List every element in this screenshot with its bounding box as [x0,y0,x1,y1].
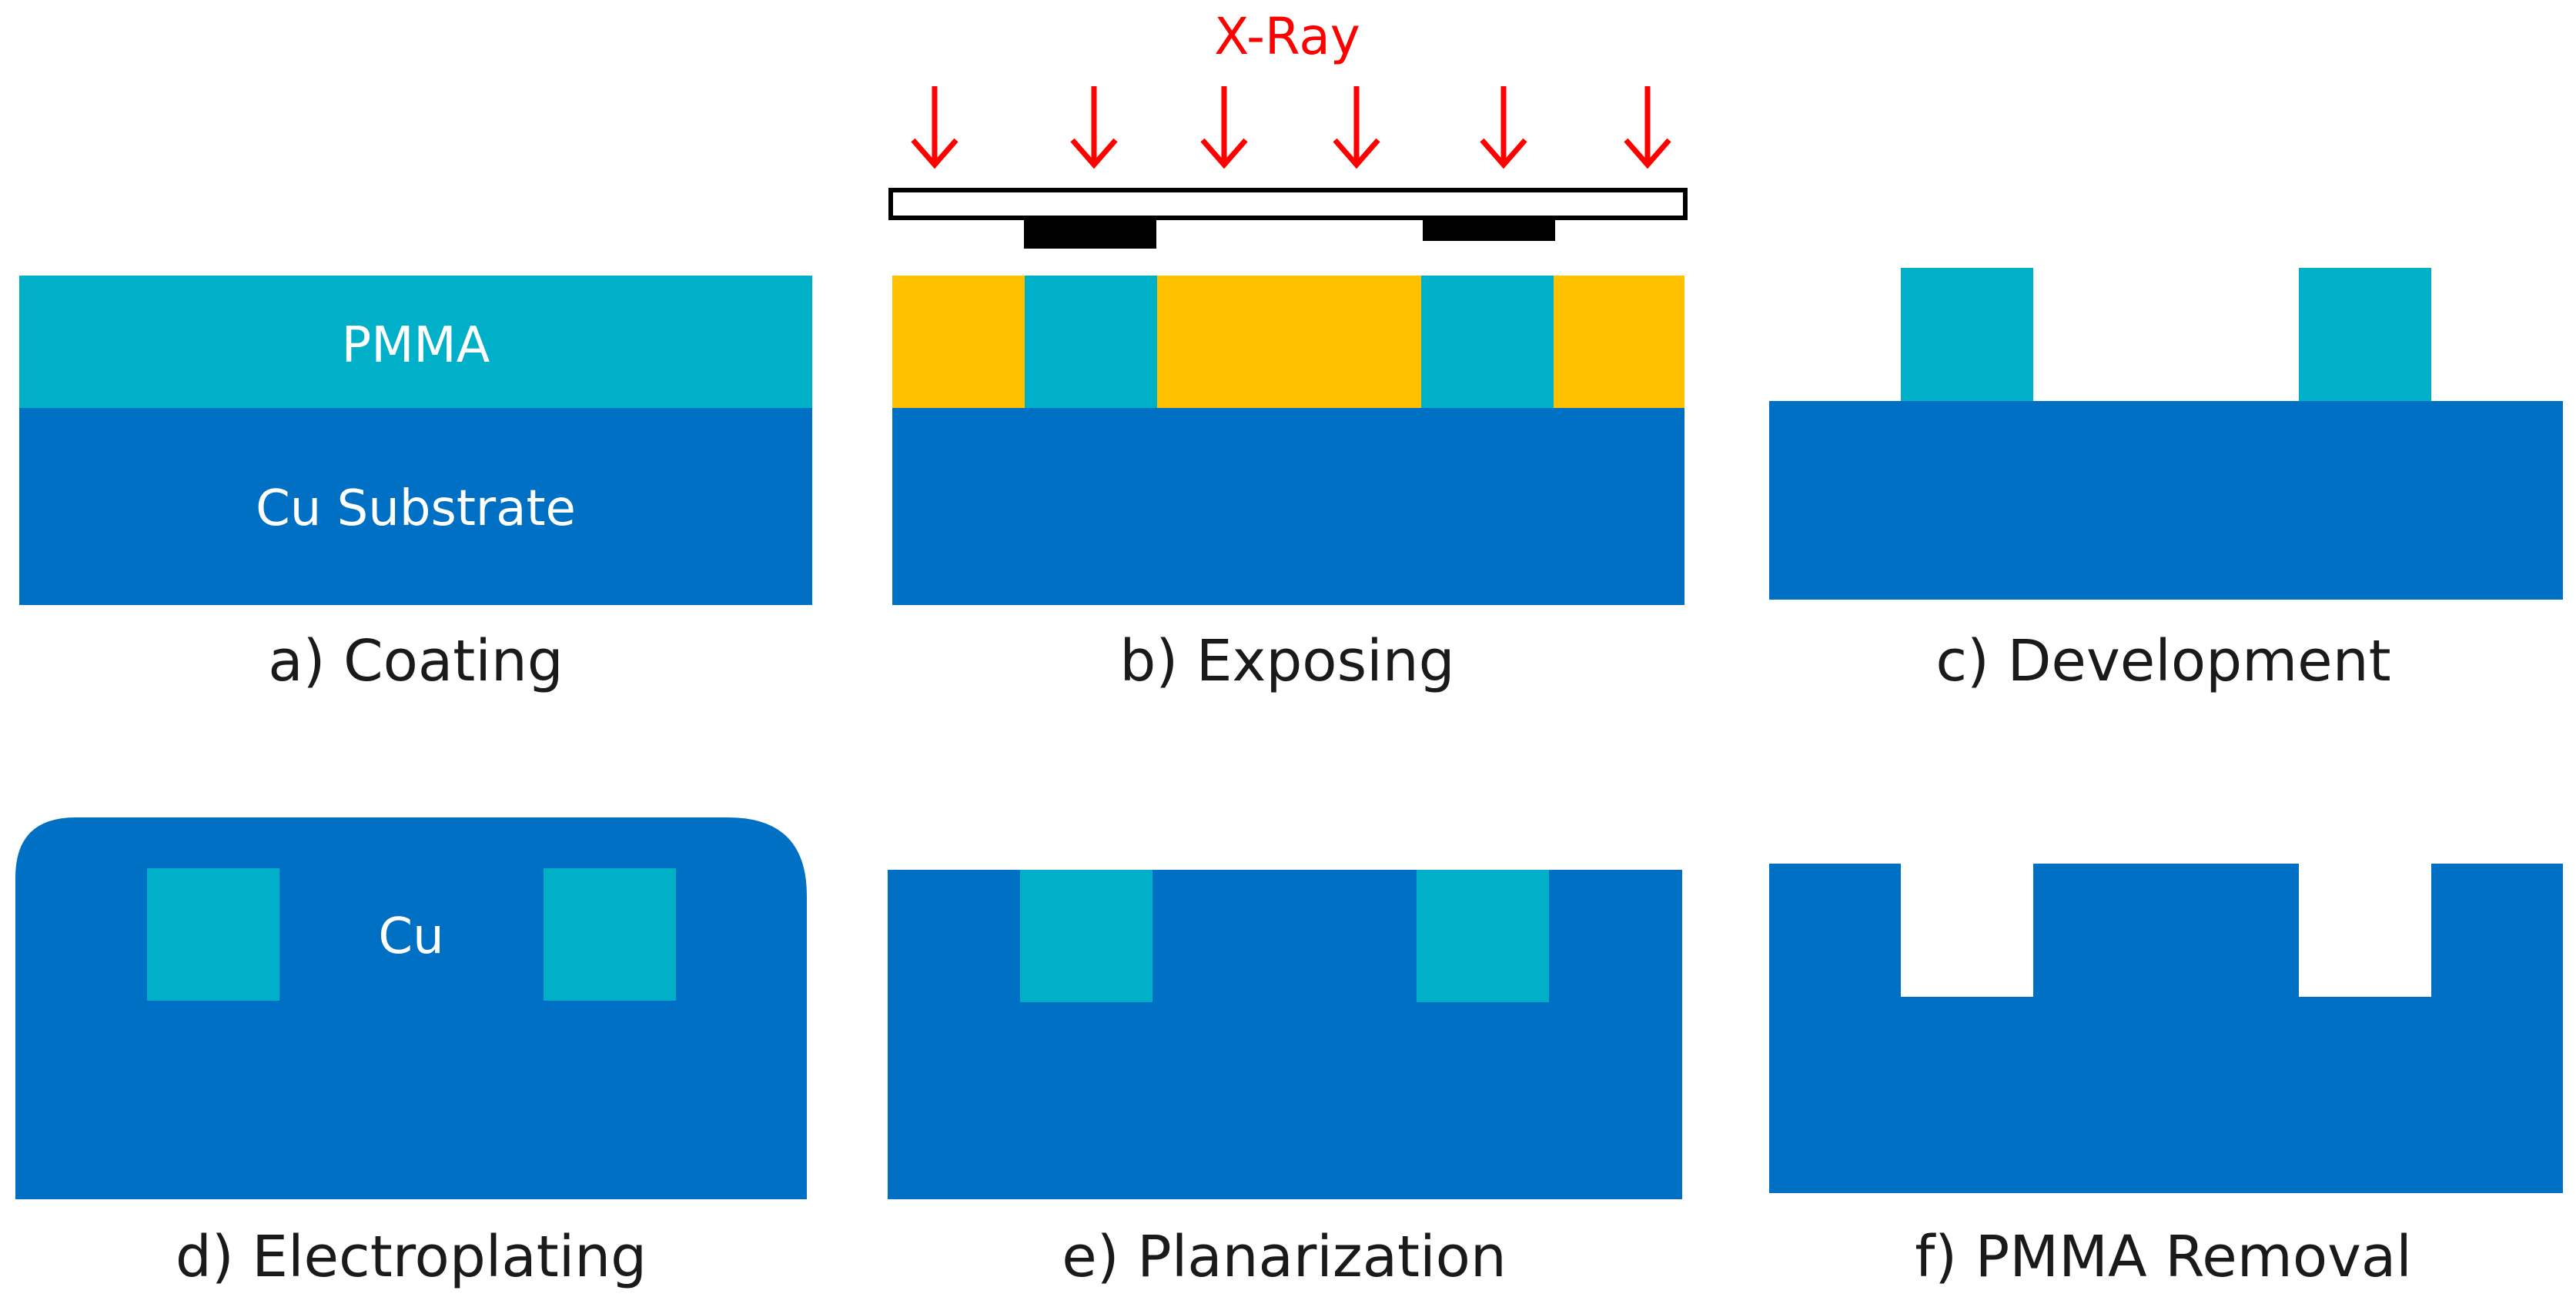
step-caption-a: a) Coating [268,628,563,694]
cu-substrate [1769,401,2563,600]
xray-arrows [911,86,1671,169]
pmma-post [1417,870,1549,1002]
cu-microstructure [1769,864,2563,1193]
pmma-post [147,868,279,1001]
pmma-post [1901,268,2033,402]
unexposed-pmma [1025,276,1157,408]
mask-absorber [1024,218,1156,249]
panel-planarization: e) Planarization [888,870,1682,1290]
cu-substrate [19,408,812,605]
pmma-post [2299,268,2431,402]
exposed-pmma [1554,276,1684,408]
xray-label: X-Ray [1214,7,1360,66]
step-caption-c: c) Development [1935,628,2390,694]
pmma-post [1020,870,1153,1002]
pmma-layer [19,276,812,408]
xray-arrow [1333,86,1380,169]
unexposed-pmma [1421,276,1554,408]
step-caption-b: b) Exposing [1119,628,1454,694]
xray-arrow [1480,86,1527,169]
step-caption-e: e) Planarization [1062,1224,1507,1290]
panel-coating: PMMA Cu Substrate a) Coating [19,276,812,694]
xray-arrow [911,86,958,169]
exposed-pmma [892,276,1025,408]
mask-membrane [888,188,1688,220]
step-caption-f: f) PMMA Removal [1915,1224,2412,1290]
pmma-label: PMMA [342,317,490,374]
xray-arrow [1200,86,1248,169]
cu-substrate [892,408,1684,605]
pmma-post [544,868,676,1001]
cu-label: Cu [378,908,443,965]
step-caption-d: d) Electroplating [176,1224,647,1290]
planarized-cu [888,870,1682,1199]
panel-electroplating: Cu d) Electroplating [15,817,807,1290]
xray-arrow [1070,86,1118,169]
electroplated-cu [15,817,807,1199]
panel-exposing: X-Ray b) Exposing [888,7,1688,694]
panel-pmma-removal: f) PMMA Removal [1769,864,2563,1290]
xray-arrow [1624,86,1671,169]
substrate-label: Cu Substrate [256,480,576,537]
panel-development: c) Development [1769,268,2563,694]
exposed-pmma [1157,276,1421,408]
mask-absorber [1423,218,1555,241]
